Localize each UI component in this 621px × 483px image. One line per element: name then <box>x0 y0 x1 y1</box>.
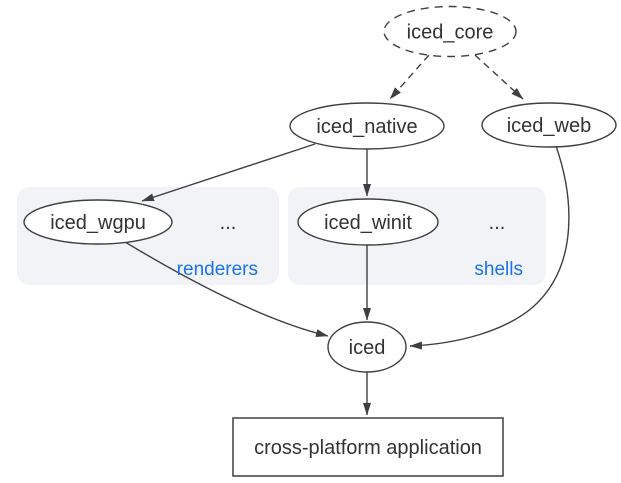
shells-ellipsis: ... <box>489 212 506 234</box>
iced-label: iced <box>349 337 386 359</box>
edge-iced-core-to-iced-native <box>389 54 430 100</box>
iced-core-label: iced_core <box>407 22 494 44</box>
iced-core-ellipse <box>383 5 517 58</box>
node-iced-winit: iced_winit <box>297 198 439 246</box>
shells-group-label: shells <box>474 259 523 280</box>
edge-iced-web-to-iced <box>409 145 570 350</box>
iced-web-label: iced_web <box>507 115 592 137</box>
iced-winit-ellipse <box>297 198 439 246</box>
node-iced-native: iced_native <box>289 102 445 150</box>
iced-wgpu-label: iced_wgpu <box>50 212 146 234</box>
renderers-group-label: renderers <box>177 259 258 280</box>
node-application: cross-platform application <box>232 417 504 477</box>
edge-iced-native-to-iced-wgpu <box>141 143 316 202</box>
node-iced-wgpu: iced_wgpu <box>23 199 173 245</box>
iced-ellipse <box>327 321 407 373</box>
application-rect <box>232 417 504 477</box>
node-iced: iced <box>327 321 407 373</box>
iced-native-label: iced_native <box>316 116 417 138</box>
application-label: cross-platform application <box>254 437 482 459</box>
iced-web-ellipse <box>481 102 617 148</box>
iced-wgpu-ellipse <box>23 199 173 245</box>
edge-iced-wgpu-to-iced <box>124 241 329 338</box>
node-iced-core: iced_core <box>383 5 517 58</box>
iced-native-ellipse <box>289 102 445 150</box>
edge-iced-core-to-iced-web <box>474 54 524 100</box>
node-iced-web: iced_web <box>481 102 617 148</box>
renderers-ellipsis: ... <box>220 212 237 234</box>
iced-winit-label: iced_winit <box>324 212 412 234</box>
